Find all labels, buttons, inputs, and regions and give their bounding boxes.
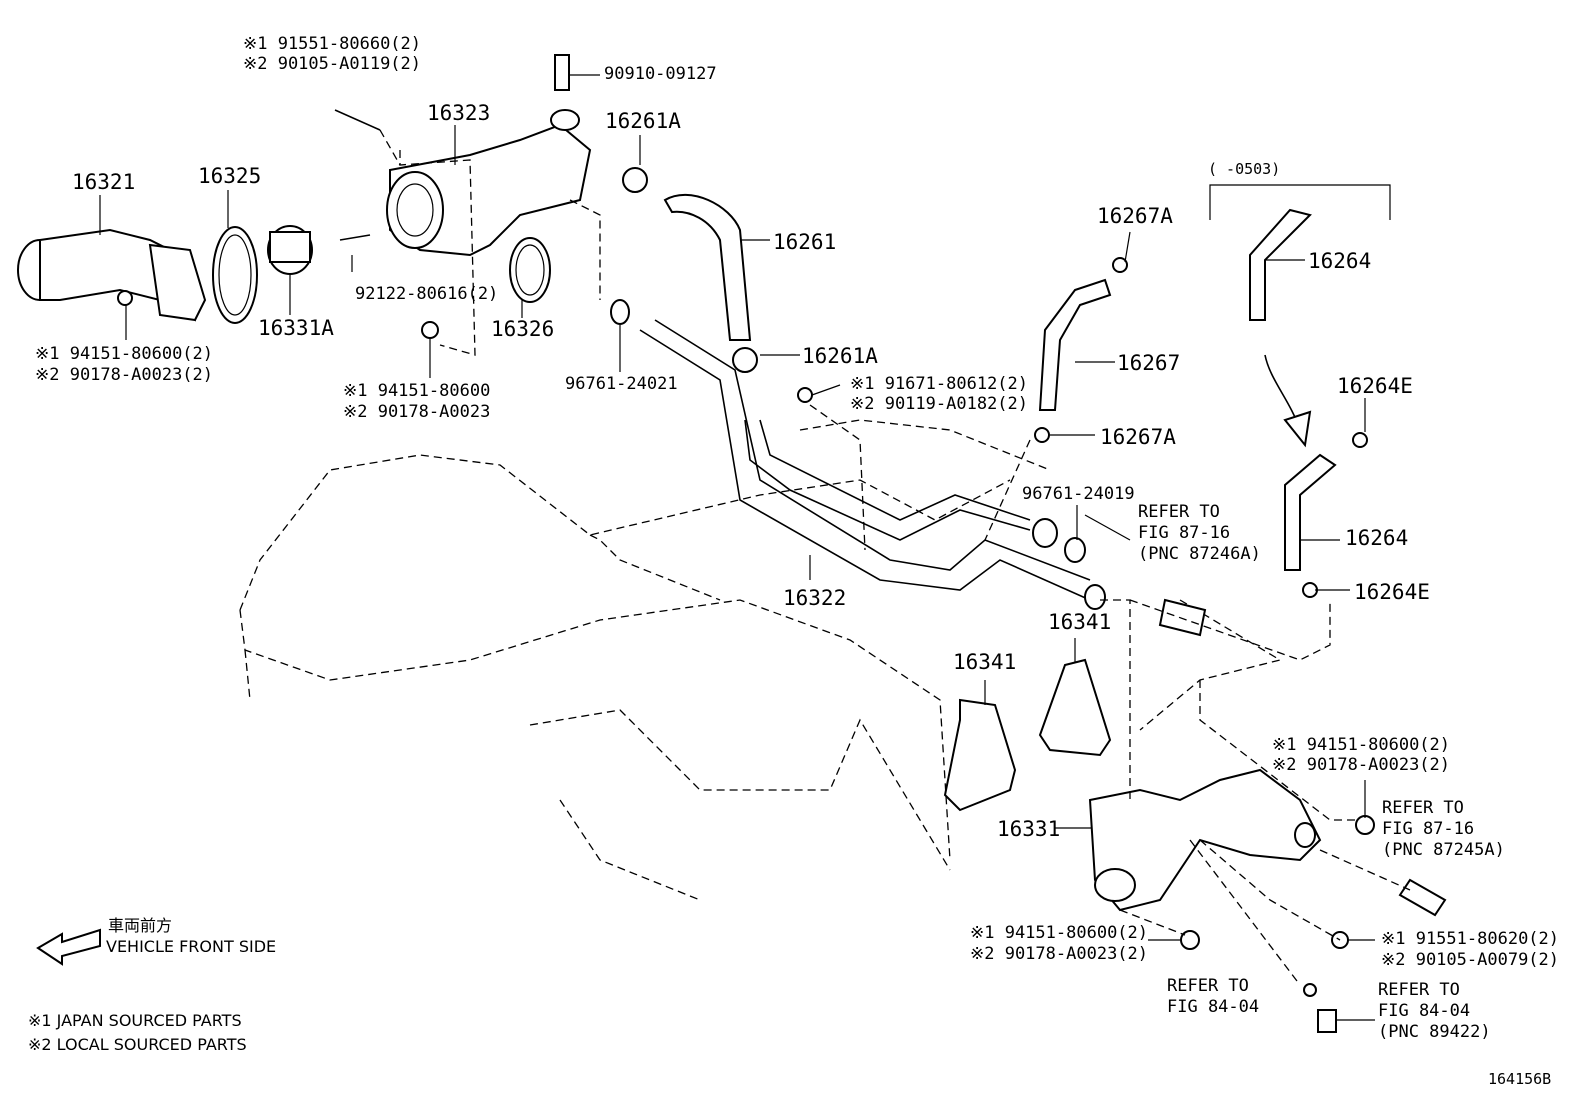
gasket-16341-b [1038, 658, 1112, 757]
hose-16264-upper [1249, 208, 1312, 321]
callout-bolt-bot-2: ※2 90105-A0079(2) [1381, 950, 1560, 970]
label-16267A-top: 16267A [1097, 204, 1173, 228]
label-16264E-top: 16264E [1337, 374, 1413, 398]
label-16261: 16261 [773, 230, 837, 254]
label-16326: 16326 [491, 317, 555, 341]
gasket-16326 [509, 237, 551, 303]
callout-bolt-mid-1: ※1 91671-80612(2) [850, 374, 1029, 394]
callout-bolt-mid-2: ※2 90119-A0182(2) [850, 394, 1029, 414]
callout-nut-bot-1: ※1 94151-80600(2) [970, 923, 1149, 943]
hose-16264-lower [1284, 453, 1337, 571]
callout-nut-left-2: ※2 90178-A0023(2) [35, 365, 214, 385]
legend-japan-sourced: ※1 JAPAN SOURCED PARTS [28, 1011, 242, 1030]
label-16261A-top: 16261A [605, 109, 681, 133]
refer-87245A-line2: FIG 87-16 [1382, 819, 1475, 839]
callout-nut-mid-1: ※1 94151-80600 [343, 381, 491, 401]
label-16267A-bot: 16267A [1100, 425, 1176, 449]
gasket-16341-a [943, 698, 1017, 812]
label-16323: 16323 [427, 101, 491, 125]
label-96761-24019: 96761-24019 [1022, 484, 1135, 504]
callout-nut-mid-2: ※2 90178-A0023 [343, 402, 491, 422]
refer-84-04-line2: FIG 84-04 [1167, 997, 1260, 1017]
refer-87245A-line3: (PNC 87245A) [1382, 840, 1505, 860]
engine-outline [239, 419, 1282, 901]
label-92122: 92122-80616(2) [355, 284, 499, 304]
label-16325: 16325 [198, 164, 262, 188]
label-16264-bot: 16264 [1345, 526, 1409, 550]
refer-84-04-line1: REFER TO [1167, 976, 1249, 996]
date-bracket [1209, 184, 1391, 220]
label-16264-top: 16264 [1308, 249, 1372, 273]
callout-nut-bot-2: ※2 90178-A0023(2) [970, 944, 1149, 964]
vehicle-front-en: VEHICLE FRONT SIDE [106, 937, 277, 956]
refer-89422-line2: FIG 84-04 [1378, 1001, 1471, 1021]
direction-arrowhead [1283, 410, 1312, 448]
thermostat-16331A [267, 225, 313, 275]
hose-16261 [663, 193, 752, 341]
label-0503: ( -0503) [1208, 160, 1281, 178]
refer-87246A-line3: (PNC 87246A) [1138, 544, 1261, 564]
refer-87246A-line1: REFER TO [1138, 502, 1220, 522]
vehicle-front-jp: 車両前方 [108, 916, 173, 935]
fasteners [117, 54, 1447, 1033]
label-16267: 16267 [1117, 351, 1181, 375]
legend-local-sourced: ※2 LOCAL SOURCED PARTS [28, 1035, 247, 1054]
leader-lines [99, 74, 1375, 1021]
hose-16267 [1038, 278, 1112, 411]
label-90910: 90910-09127 [604, 64, 717, 84]
refer-89422-line3: (PNC 89422) [1378, 1022, 1491, 1042]
thermostat-inlet-16321 [17, 228, 207, 322]
figure-id: 164156B [1488, 1070, 1552, 1088]
callout-bolt-bot-1: ※1 91551-80620(2) [1381, 929, 1560, 949]
label-96761-24021: 96761-24021 [565, 374, 678, 394]
callout-bolt-top-2: ※2 90105-A0119(2) [243, 54, 422, 74]
label-16331A: 16331A [258, 316, 334, 340]
refer-87246A-line2: FIG 87-16 [1138, 523, 1231, 543]
refer-87245A-line1: REFER TO [1382, 798, 1464, 818]
label-16264E-bot: 16264E [1354, 580, 1430, 604]
assembly-lines [379, 129, 1411, 986]
label-16261A-mid: 16261A [802, 344, 878, 368]
callout-nut-left-1: ※1 94151-80600(2) [35, 344, 214, 364]
callout-nut-right-2: ※2 90178-A0023(2) [1272, 755, 1451, 775]
label-16322: 16322 [783, 586, 847, 610]
housing-16323 [386, 109, 592, 257]
water-outlet-16331 [1088, 768, 1322, 912]
label-16331: 16331 [997, 817, 1061, 841]
refer-89422-line1: REFER TO [1378, 980, 1460, 1000]
callout-nut-right-1: ※1 94151-80600(2) [1272, 735, 1451, 755]
label-16321: 16321 [72, 170, 136, 194]
gasket-16325 [212, 226, 258, 324]
label-16341-b: 16341 [953, 650, 1017, 674]
label-16341-a: 16341 [1048, 610, 1112, 634]
vehicle-front-arrow [36, 928, 101, 966]
callout-bolt-top-1: ※1 91551-80660(2) [243, 34, 422, 54]
